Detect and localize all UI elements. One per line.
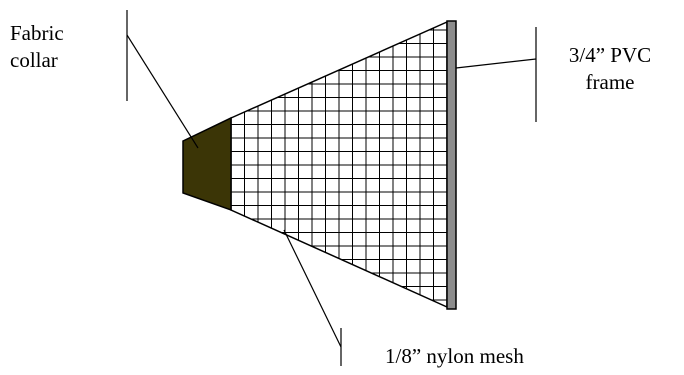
- frame-leader-line: [455, 58, 537, 69]
- pvc-frame-label-line1: 3/4” PVC: [568, 43, 652, 67]
- fabric-collar-label: Fabric collar: [10, 20, 130, 74]
- nylon-mesh: [231, 22, 447, 307]
- fabric-collar-label-line2: collar: [10, 48, 58, 72]
- fabric-collar: [182, 116, 232, 212]
- pvc-frame-label-line2: frame: [585, 70, 635, 94]
- pvc-frame: [446, 20, 457, 310]
- nylon-mesh-label: 1/8” nylon mesh: [385, 344, 524, 368]
- collar-leader-line: [126, 34, 199, 149]
- mesh-leader-line: [283, 229, 342, 348]
- pvc-frame-label: 3/4” PVC frame: [545, 42, 675, 96]
- fabric-collar-label-line1: Fabric: [10, 21, 64, 45]
